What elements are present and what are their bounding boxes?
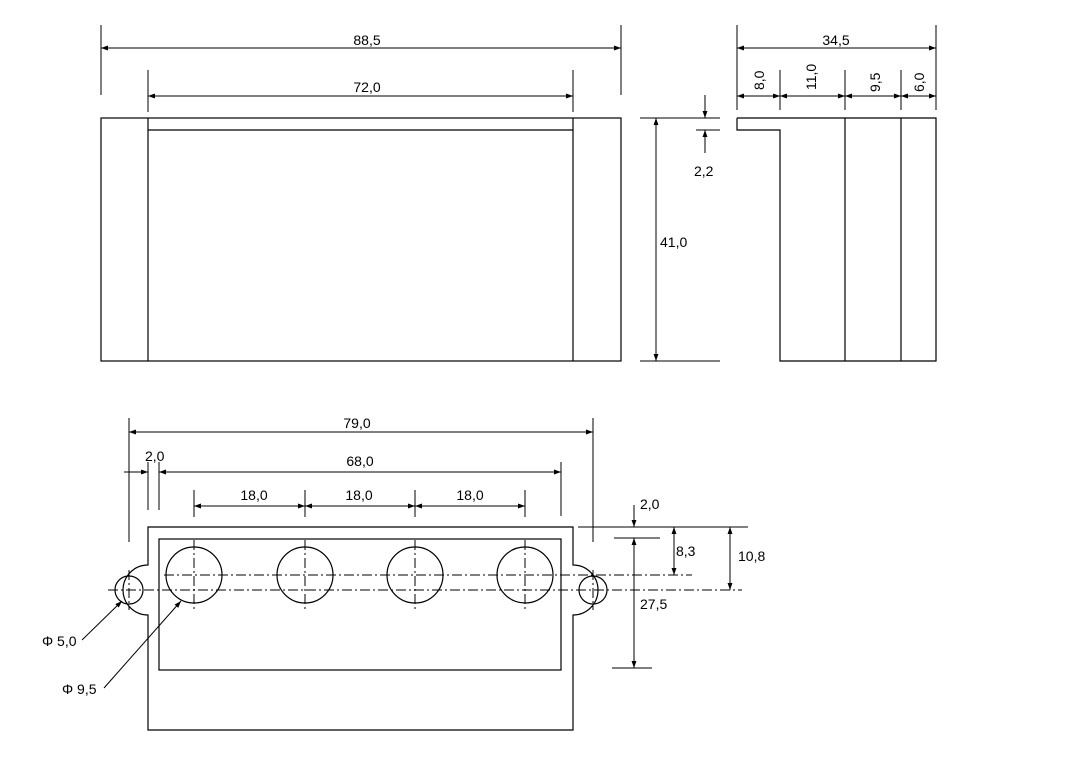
label-large-hole: Φ 9,5 (62, 681, 97, 697)
dim-overall-depth: 34,5 (822, 32, 849, 48)
front-outline (100, 117, 622, 362)
dim-segment-2: 11,0 (803, 64, 819, 90)
side-view: 34,5 8,0 11,0 9,5 6,0 (736, 25, 937, 362)
dim-top-inner-width: 68,0 (346, 453, 373, 469)
top-outline (122, 526, 599, 731)
top-view: 79,0 2,0 68,0 18,0 18,0 18,0 2,0 27,5 8,… (42, 415, 765, 731)
dim-segment-3: 9,5 (867, 72, 883, 92)
dim-pitch-3: 18,0 (456, 487, 483, 503)
dim-pitch-1: 18,0 (240, 487, 267, 503)
top-inner-recess (158, 538, 562, 671)
dim-to-center-total: 10,8 (738, 548, 765, 564)
leader-large-hole (103, 600, 182, 689)
dim-segment-1: 8,0 (751, 70, 767, 90)
front-view: 88,5 72,0 41,0 2,2 (100, 25, 720, 362)
dim-inner-depth: 27,5 (640, 596, 667, 612)
dim-segment-4: 6,0 (911, 72, 927, 92)
dim-lip: 2,2 (694, 163, 714, 179)
dim-to-center: 8,3 (676, 543, 696, 559)
dim-overall-width: 88,5 (353, 32, 380, 48)
side-outline (736, 117, 937, 362)
dim-top-offset: 2,0 (640, 496, 660, 512)
label-small-hole: Φ 5,0 (42, 633, 77, 649)
dim-top-overall-width: 79,0 (343, 415, 370, 431)
dim-offset: 2,0 (145, 448, 165, 464)
dim-height: 41,0 (660, 234, 687, 250)
leader-small-hole (81, 600, 123, 641)
dim-inner-width: 72,0 (353, 79, 380, 95)
dim-pitch-2: 18,0 (345, 487, 372, 503)
